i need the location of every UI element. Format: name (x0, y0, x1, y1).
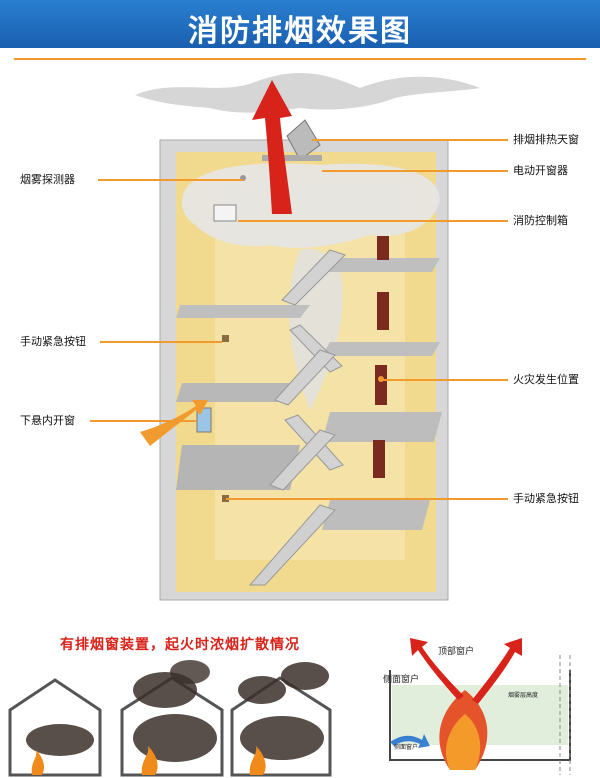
page-title: 消防排烟效果图 (188, 14, 412, 49)
exhaust-arrow-right (472, 638, 522, 704)
inset-label-side-window: 侧面窗户 (394, 744, 419, 751)
ceiling-smoke (182, 163, 440, 248)
flame (141, 746, 158, 775)
smoke-cloud (281, 662, 329, 690)
smoke-cloud (238, 676, 286, 704)
label-fire-location: 火灾发生位置 (513, 373, 579, 386)
leader-line (90, 420, 196, 422)
stair-flight (269, 429, 336, 491)
leader-line (98, 179, 243, 181)
leader-line (100, 341, 222, 343)
fire-control-box-shape (213, 204, 237, 222)
exhaust-arrow (252, 80, 292, 214)
label-bottom-hung-window: 下悬内开窗 (20, 414, 75, 427)
stair-flight (248, 504, 336, 586)
door (373, 440, 385, 478)
title-banner: 消防排烟效果图 (0, 0, 600, 49)
leader-line (238, 220, 508, 222)
divider (14, 58, 586, 60)
smoke-cloud (240, 716, 324, 760)
label-side-window: 侧面窗户 (383, 675, 420, 685)
roof-smoke-cloud (135, 72, 480, 113)
inflow-arrow-small (390, 734, 430, 748)
flame (249, 746, 266, 775)
ventilation-section-diagram (389, 638, 571, 775)
floor-slab (322, 258, 440, 272)
inflow-arrow (140, 400, 208, 446)
smoke-spread-scenes (8, 660, 332, 777)
fire-plume (445, 714, 481, 770)
door (375, 365, 387, 405)
stair-flight (274, 349, 336, 406)
leader-line (312, 139, 508, 141)
flame (31, 750, 44, 775)
fire-location-marker (378, 376, 384, 382)
floor-slab (176, 383, 290, 402)
leader-line (322, 170, 508, 172)
label-manual-button-right: 手动紧急按钮 (513, 492, 579, 505)
floor-slab (322, 412, 442, 442)
floor-slab (322, 500, 430, 530)
floor-slab (176, 445, 300, 490)
floor-slab (322, 342, 440, 356)
window-opener (262, 155, 322, 161)
label-manual-button-left: 手动紧急按钮 (20, 335, 86, 348)
label-fire-control-box: 消防控制箱 (513, 214, 568, 227)
label-electric-window-opener: 电动开窗器 (513, 164, 568, 177)
smoke-cloud (170, 660, 210, 684)
label-smoke-exhaust-skylight: 排烟排热天窗 (513, 133, 579, 146)
exhaust-arrow-left (410, 638, 464, 700)
leader-line (382, 379, 508, 381)
manual-button-shape (222, 495, 229, 502)
leader-line (226, 498, 508, 500)
stair-flight (281, 249, 346, 306)
smoke-cloud (26, 724, 94, 756)
skylight-window (286, 119, 321, 161)
inset-label-smoke-layer: 烟雾层高度 (508, 692, 539, 699)
bottom-caption: 有排烟窗装置，起火时浓烟扩散情况 (60, 637, 300, 653)
manual-button-shape (222, 335, 229, 342)
building-illustration (135, 72, 480, 601)
smoke-cloud (133, 714, 217, 762)
label-smoke-detector: 烟雾探测器 (20, 173, 75, 186)
door (377, 292, 389, 330)
door (377, 236, 389, 260)
floor-slab (176, 305, 310, 318)
label-top-window: 顶部窗户 (438, 647, 475, 657)
